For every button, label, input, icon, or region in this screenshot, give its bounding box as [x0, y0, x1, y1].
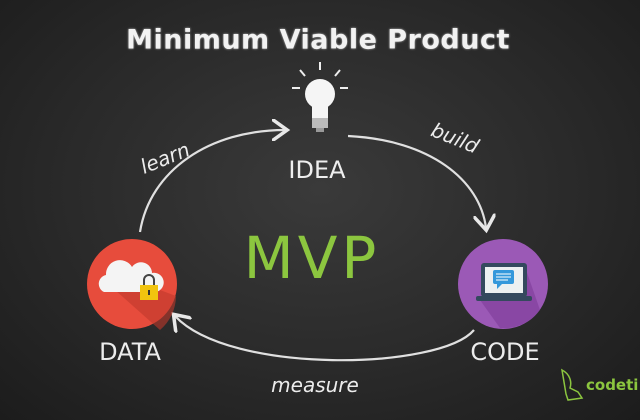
page-title: Minimum Viable Product [126, 24, 510, 56]
arrow-learn [138, 130, 285, 233]
edge-measure-label: measure [271, 373, 359, 397]
node-idea-label: IDEA [288, 156, 346, 184]
rhino-logo-icon [561, 368, 584, 401]
arrow-build [347, 134, 486, 228]
cloud-lock-icon [87, 239, 177, 330]
logo-text: codeti [586, 376, 639, 394]
lightbulb-icon [292, 62, 348, 132]
arrow-measure [175, 316, 475, 362]
brand-logo: codeti [560, 368, 638, 402]
node-code-label: CODE [470, 338, 540, 366]
laptop-chat-icon [458, 239, 548, 329]
node-data-label: DATA [99, 338, 161, 366]
center-mvp-label: MVP [243, 224, 381, 292]
